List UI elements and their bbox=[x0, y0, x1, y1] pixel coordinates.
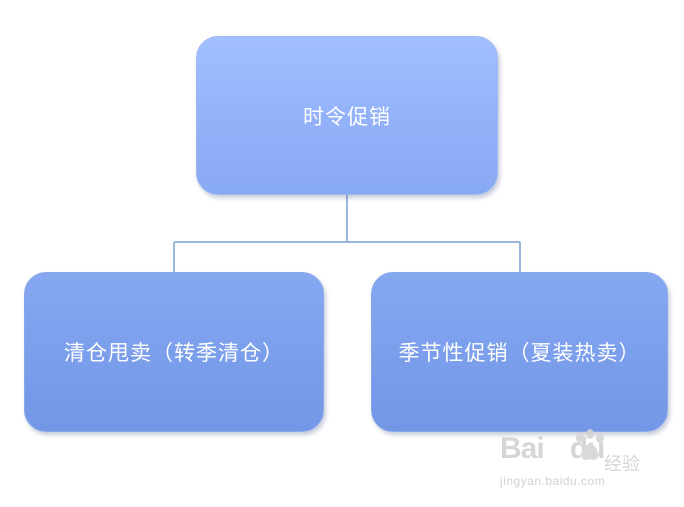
watermark-logo-part1: Bai bbox=[500, 432, 545, 465]
child-node-clearance-label: 清仓甩卖（转季清仓） bbox=[64, 341, 284, 365]
child-node-clearance: 清仓甩卖（转季清仓） bbox=[24, 272, 324, 432]
paw-icon bbox=[576, 429, 604, 460]
child-node-seasonal-label: 季节性促销（夏装热卖） bbox=[398, 341, 641, 365]
root-node-label: 时令促销 bbox=[303, 104, 391, 129]
watermark-url: jingyan.baidu.com bbox=[500, 474, 606, 488]
watermark-cn-text: 经验 bbox=[604, 454, 640, 475]
child-node-seasonal: 季节性促销（夏装热卖） bbox=[371, 272, 668, 432]
root-node: 时令促销 bbox=[196, 36, 498, 195]
baidu-jingyan-watermark: Baidu 经验 jingyan.baidu.com bbox=[500, 429, 670, 492]
